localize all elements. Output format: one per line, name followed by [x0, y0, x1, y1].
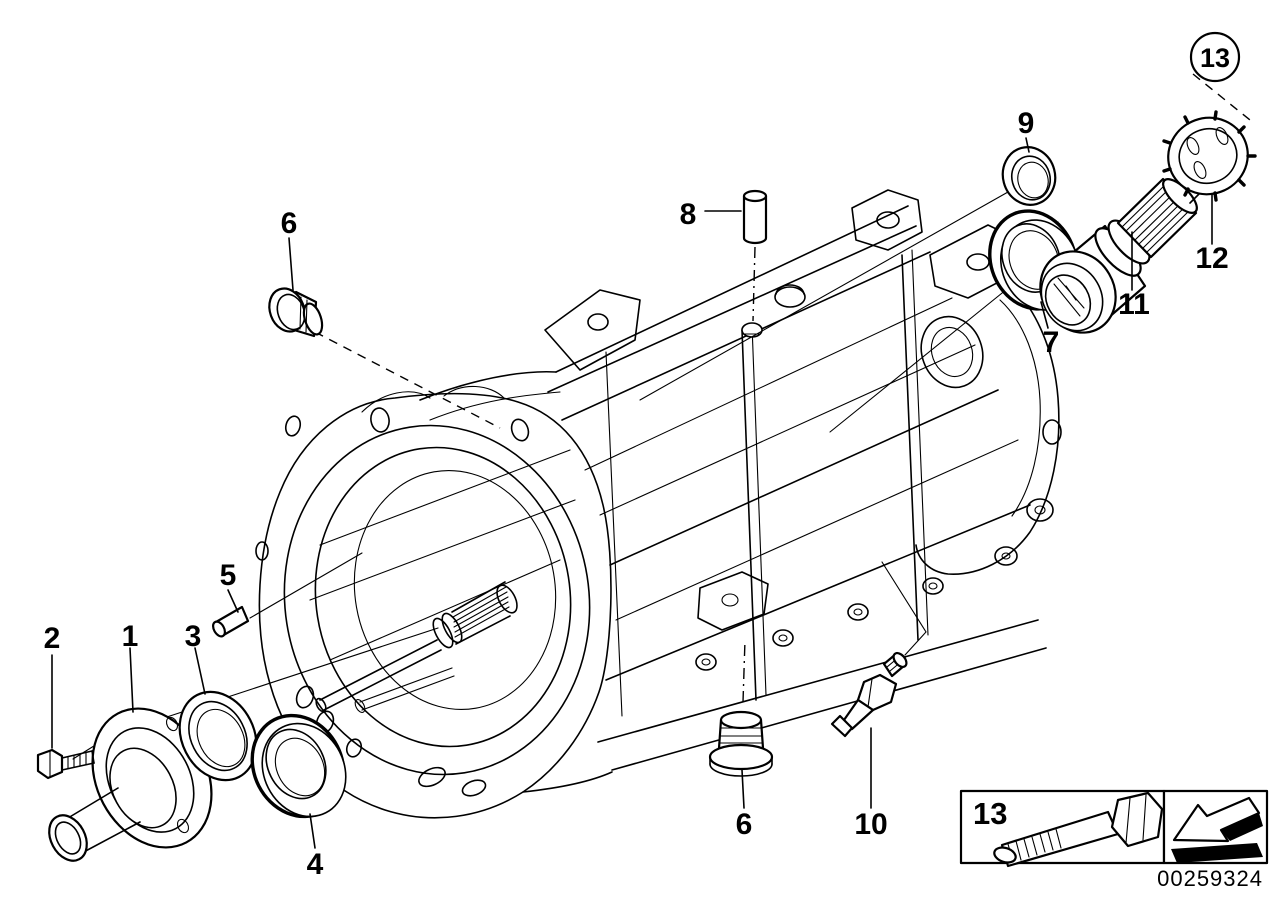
callout-11[interactable]: 11: [1118, 288, 1150, 321]
callout-10[interactable]: 10: [854, 808, 887, 841]
callout-balloon-13[interactable]: 13: [1189, 31, 1241, 83]
part-6-screw-plug-upper[interactable]: [264, 284, 326, 338]
doc-number: 00259324: [1157, 866, 1263, 891]
callout-6-lower[interactable]: 6: [736, 808, 753, 841]
callout-leaders: [51, 137, 1213, 849]
callout-8[interactable]: 8: [680, 198, 697, 231]
callout-12[interactable]: 12: [1195, 242, 1228, 275]
legend: 13: [959, 789, 1269, 868]
leader-lines: [72, 73, 1251, 760]
callout-5[interactable]: 5: [220, 559, 237, 592]
callout-3[interactable]: 3: [185, 620, 202, 653]
part-12-lock-ring[interactable]: [1157, 107, 1258, 206]
part-2-bolt[interactable]: [36, 748, 95, 780]
part-5-dowel-pin[interactable]: [211, 605, 250, 638]
legend-item-number: 13: [973, 796, 1007, 831]
gearbox-housing-drawing: [255, 189, 1063, 819]
callout-1[interactable]: 1: [122, 620, 139, 653]
legend-part-13-bolt[interactable]: [992, 791, 1164, 868]
part-9-shaft-seal[interactable]: [996, 141, 1061, 210]
callout-6-upper[interactable]: 6: [281, 207, 298, 240]
gear-case: [522, 189, 1063, 793]
callout-2[interactable]: 2: [44, 622, 61, 655]
balloon-13-label: 13: [1200, 43, 1230, 73]
callout-9[interactable]: 9: [1018, 107, 1035, 140]
callout-7[interactable]: 7: [1043, 326, 1060, 359]
bell-housing: [255, 370, 612, 819]
part-3-shaft-seal[interactable]: [165, 679, 271, 794]
part-8-dowel-pin[interactable]: [742, 189, 768, 245]
page-arrow-icon[interactable]: [1171, 796, 1263, 863]
part-6-screw-plug-lower[interactable]: [708, 710, 774, 777]
callout-numbers: 2 1 3 5 4 6 8 9 7 6 10 11 12: [44, 107, 1229, 881]
input-shaft: [315, 581, 518, 714]
callout-4[interactable]: 4: [307, 848, 324, 881]
part-10-switch[interactable]: [830, 651, 909, 738]
part-4-shaft-seal[interactable]: [235, 700, 361, 833]
